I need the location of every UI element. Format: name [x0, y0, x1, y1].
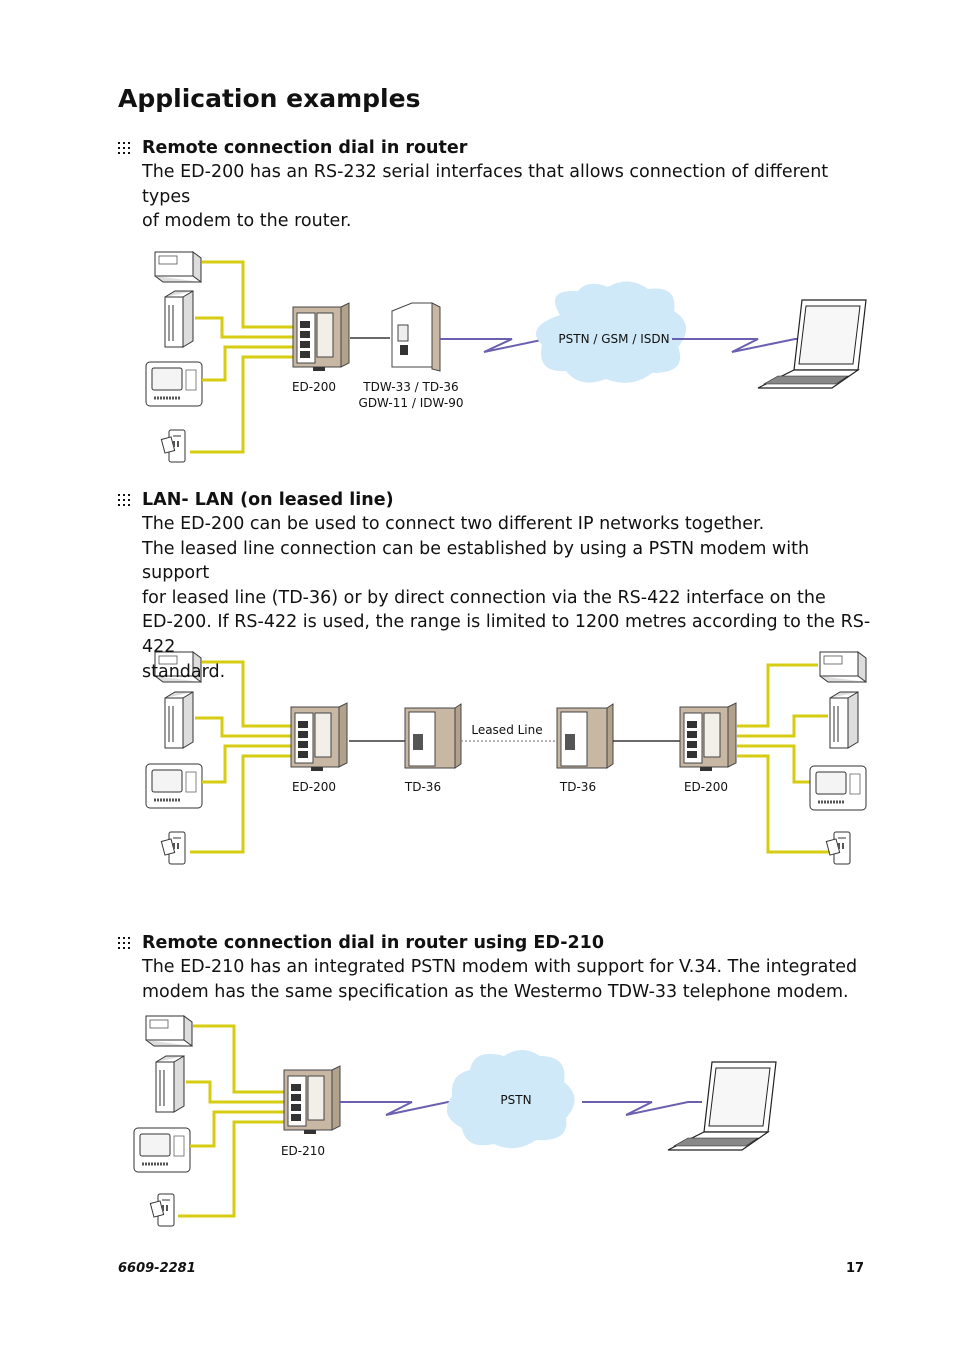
- page-title: Application examples: [118, 84, 421, 113]
- card-reader-icon: [150, 1194, 174, 1226]
- line-label: Leased Line: [471, 723, 542, 737]
- router-label: ED-200: [684, 780, 728, 794]
- ed-200-router-icon: [679, 702, 737, 772]
- tower-pc-icon: [829, 691, 859, 749]
- laptop-icon: [667, 1061, 777, 1151]
- serial-cables: [737, 663, 830, 854]
- ed-210-router-icon: [283, 1065, 341, 1135]
- section-body: The ED-210 has an integrated PSTN modem …: [142, 955, 878, 1004]
- body-line: The ED-200 has an RS-232 serial interfac…: [142, 162, 829, 207]
- section-body: The ED-200 can be used to connect two di…: [142, 512, 878, 684]
- modem-label: TD-36: [559, 780, 596, 794]
- serial-cables: [178, 1024, 284, 1218]
- phone-line: [340, 1101, 458, 1116]
- card-reader-icon: [161, 832, 185, 864]
- section-remote-dial-in: Remote connection dial in router The ED-…: [118, 136, 878, 234]
- section-ed-210: Remote connection dial in router using E…: [118, 931, 878, 1004]
- body-line: modem has the same specification as the …: [142, 981, 849, 1002]
- tower-pc-icon: [155, 1055, 185, 1113]
- modem-icon: [391, 302, 441, 372]
- section-body: The ED-200 has an RS-232 serial interfac…: [142, 160, 878, 234]
- grid-bullet-icon: [118, 494, 130, 506]
- modem-label: TD-36: [404, 780, 441, 794]
- router-label: ED-200: [292, 780, 336, 794]
- tower-pc-icon: [164, 290, 194, 348]
- td-36-modem-icon: [556, 703, 614, 769]
- serial-cables: [190, 260, 293, 454]
- router-label: ED-210: [281, 1144, 325, 1158]
- card-reader-icon: [161, 430, 185, 462]
- body-line: standard.: [142, 661, 226, 682]
- body-line: The ED-200 can be used to connect two di…: [142, 514, 765, 534]
- section-lan-lan: LAN- LAN (on leased line) The ED-200 can…: [118, 488, 878, 684]
- card-reader-icon: [826, 832, 850, 864]
- phone-line: [582, 1101, 702, 1116]
- grid-bullet-icon: [118, 937, 130, 949]
- page-number: 17: [846, 1261, 865, 1276]
- control-panel-icon: [808, 764, 868, 812]
- serial-cables: [190, 660, 292, 854]
- body-line: The leased line connection can be establ…: [142, 538, 810, 584]
- control-panel-icon: [132, 1126, 192, 1174]
- router-label: ED-200: [292, 380, 336, 394]
- td-36-modem-icon: [404, 703, 462, 769]
- body-line: for leased line (TD-36) or by direct con…: [142, 587, 826, 608]
- body-line: ED-200. If RS-422 is used, the range is …: [142, 612, 871, 657]
- cloud-label: PSTN: [500, 1093, 531, 1107]
- network-cloud: [446, 1050, 575, 1149]
- ed-200-router-icon: [290, 702, 348, 772]
- network-cloud: [536, 281, 687, 383]
- grid-bullet-icon: [118, 142, 130, 154]
- section-heading: Remote connection dial in router: [142, 138, 468, 158]
- section-heading: Remote connection dial in router using E…: [142, 933, 605, 953]
- body-line: of modem to the router.: [142, 211, 352, 232]
- tower-pc-icon: [164, 691, 194, 749]
- terminal-icon: [145, 1015, 193, 1047]
- control-panel-icon: [144, 762, 204, 810]
- document-number: 6609-2281: [118, 1261, 196, 1276]
- phone-line: [672, 338, 800, 353]
- ed-200-router-icon: [292, 302, 350, 372]
- cloud-label: PSTN / GSM / ISDN: [558, 332, 669, 346]
- modem-label: TDW-33 / TD-36: [362, 380, 458, 394]
- terminal-icon: [154, 251, 202, 283]
- section-heading: LAN- LAN (on leased line): [142, 490, 394, 510]
- modem-label: GDW-11 / IDW-90: [359, 396, 464, 410]
- control-panel-icon: [144, 360, 204, 408]
- body-line: The ED-210 has an integrated PSTN modem …: [142, 957, 858, 977]
